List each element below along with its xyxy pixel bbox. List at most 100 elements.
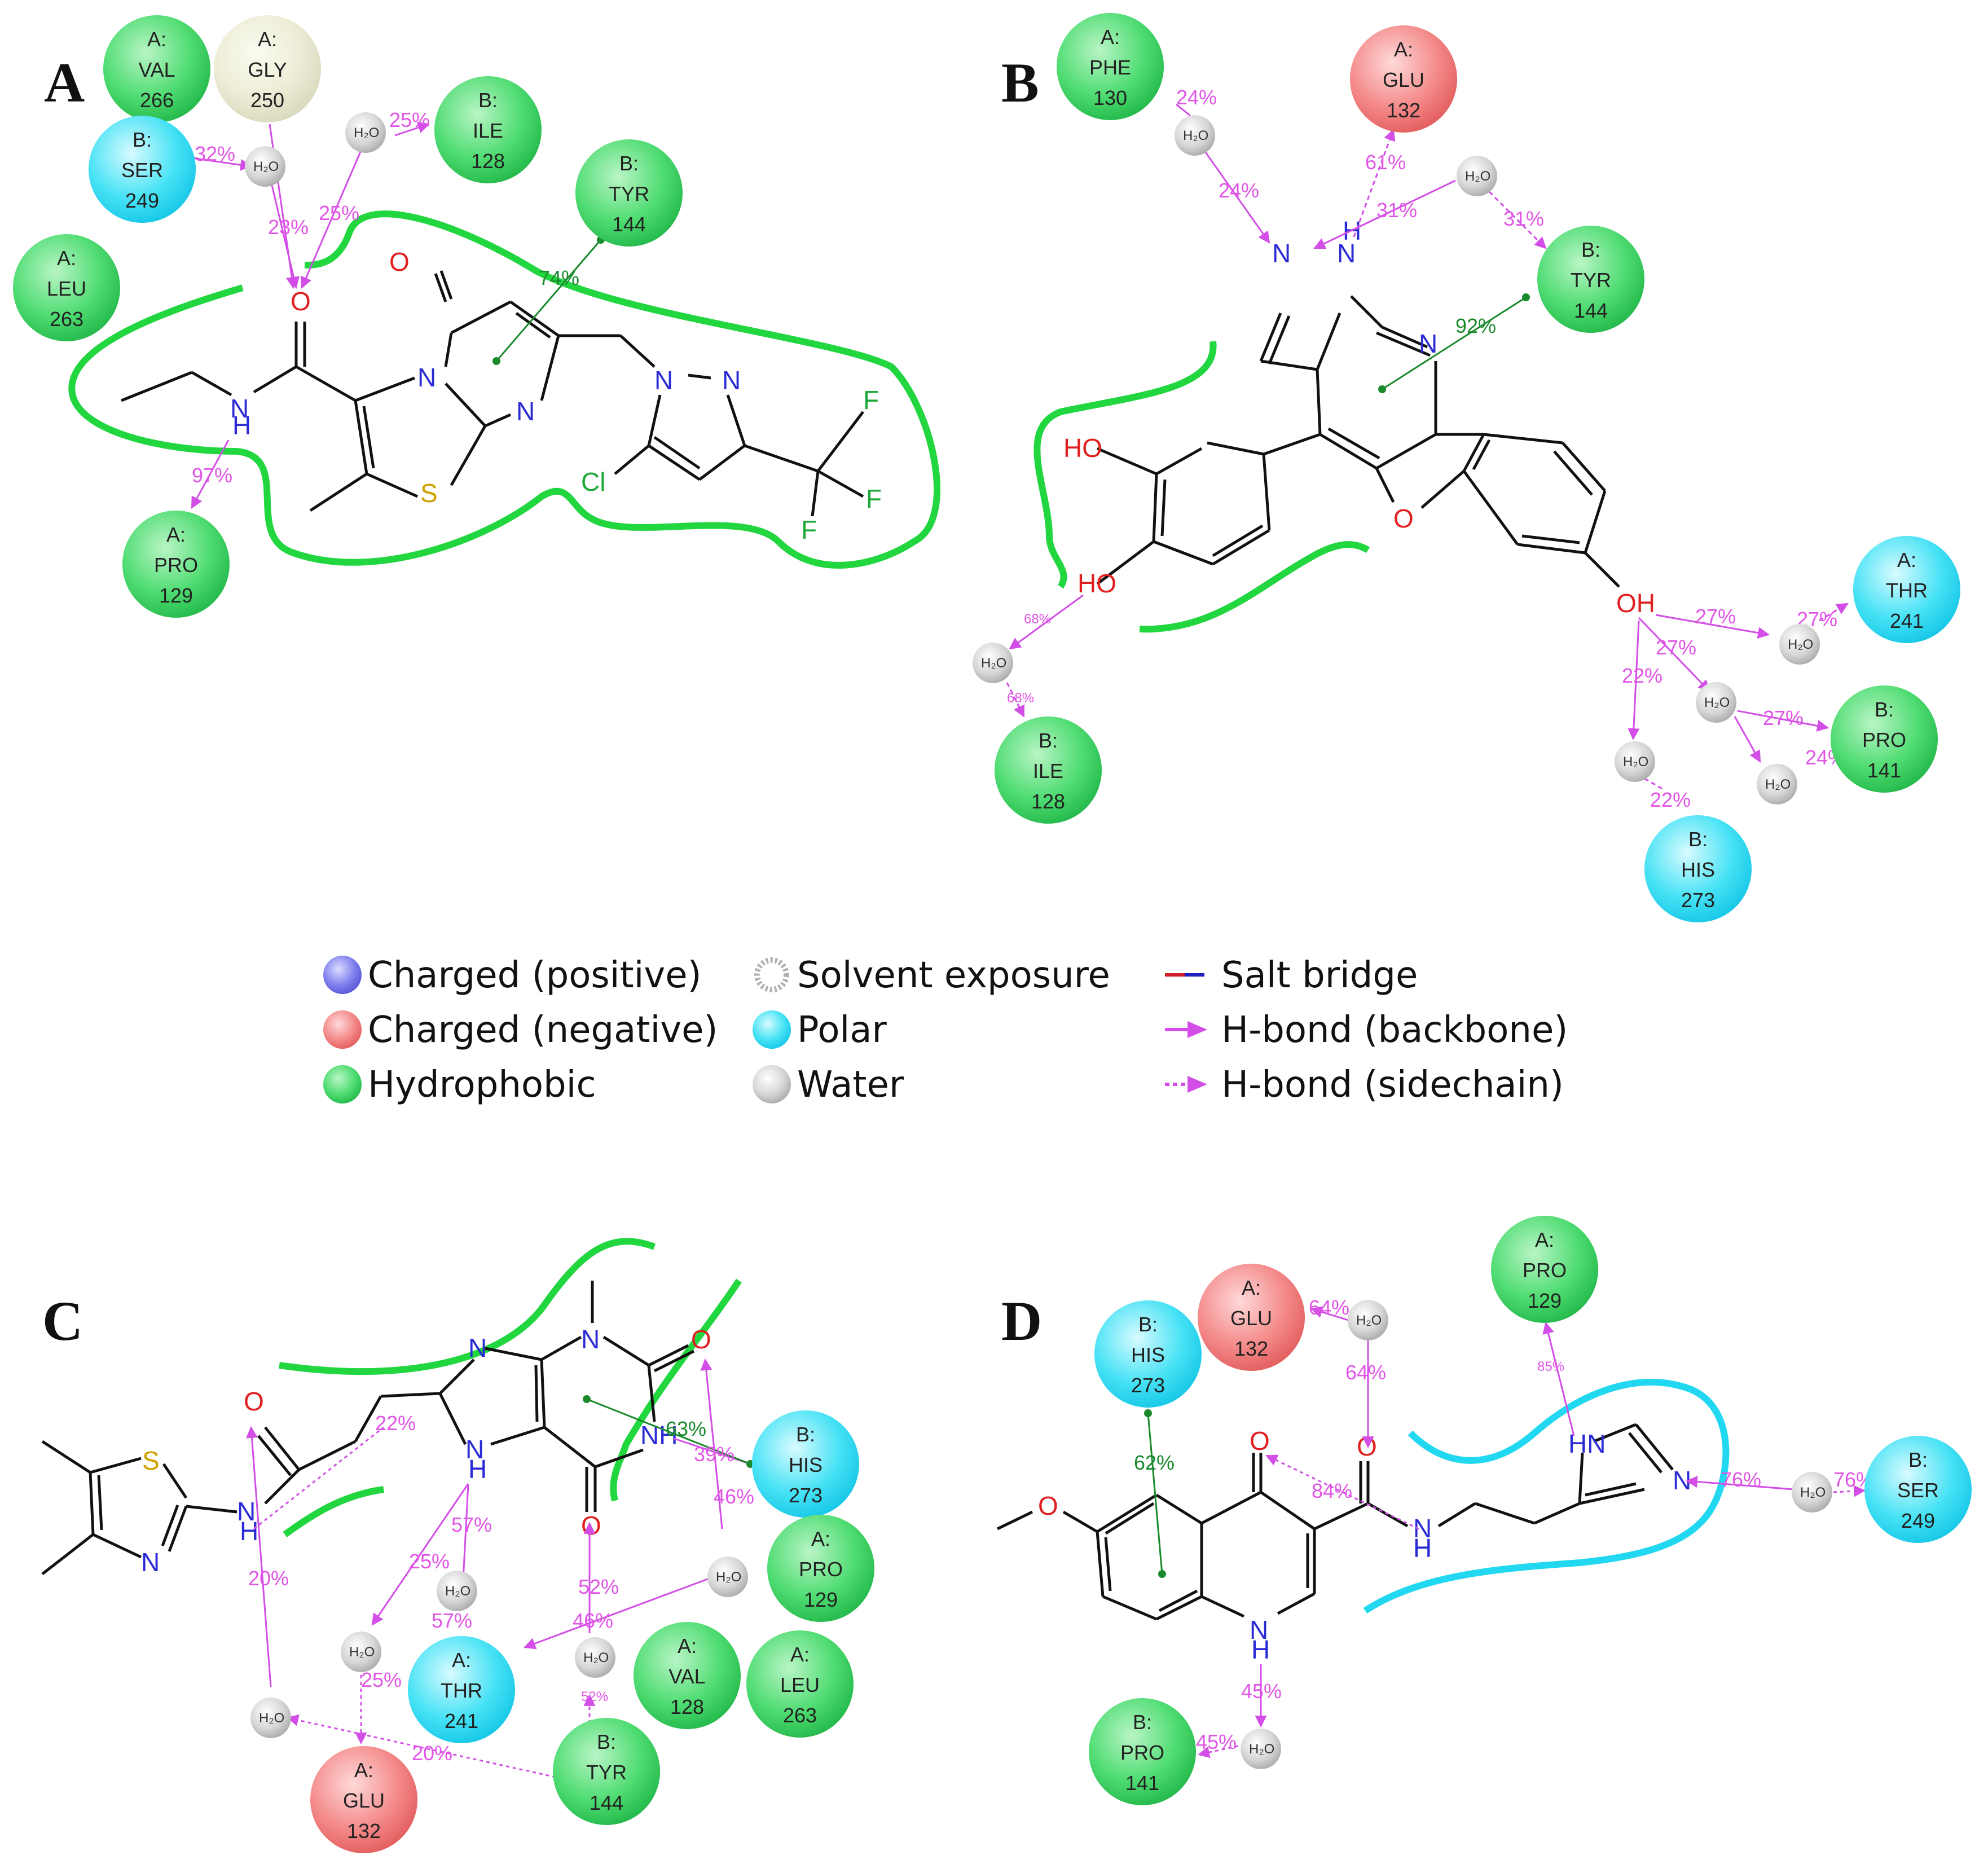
- svg-text:Polar: Polar: [797, 1009, 887, 1051]
- percent-label: 52%: [581, 1689, 608, 1704]
- percent-label: 63%: [666, 1417, 706, 1440]
- svg-text:PRO: PRO: [1862, 728, 1906, 751]
- atom-label: N: [417, 363, 436, 392]
- svg-text:ILE: ILE: [473, 119, 503, 142]
- svg-text:A:: A:: [57, 247, 76, 270]
- water: H₂O: [1696, 682, 1736, 723]
- svg-text:Charged (negative): Charged (negative): [368, 1009, 718, 1051]
- svg-text:GLY: GLY: [248, 58, 287, 81]
- svg-text:A:: A:: [790, 1643, 810, 1666]
- svg-text:HIS: HIS: [1681, 858, 1715, 881]
- ligand-a-atoms: O N H S N O N N N Cl F F F: [230, 247, 882, 544]
- svg-text:B:: B:: [133, 128, 152, 151]
- svg-text:H₂O: H₂O: [1249, 1742, 1274, 1757]
- atom-label: H: [1413, 1533, 1432, 1563]
- residue-b-ser249[interactable]: B: SER 249: [89, 116, 196, 223]
- percent-label: 39%: [694, 1443, 734, 1466]
- svg-text:B:: B:: [1133, 1711, 1152, 1734]
- svg-text:A:: A:: [678, 1634, 697, 1657]
- pipi-dot: [1522, 293, 1530, 301]
- percent-label: 68%: [1007, 691, 1034, 706]
- svg-text:144: 144: [590, 1791, 623, 1814]
- svg-text:H-bond (backbone): H-bond (backbone): [1221, 1009, 1568, 1051]
- pocket-outline: [610, 1278, 742, 1502]
- atom-label: O: [389, 247, 410, 276]
- ligand-d: [996, 1423, 1674, 1621]
- atom-label: O: [1357, 1432, 1377, 1461]
- pocket-outline: [1139, 541, 1370, 633]
- svg-text:THR: THR: [441, 1679, 482, 1702]
- svg-text:Salt bridge: Salt bridge: [1221, 955, 1418, 996]
- panel-a: A: [13, 15, 940, 618]
- svg-text:128: 128: [670, 1695, 704, 1718]
- residue-a-leu263[interactable]: A: LEU 263: [13, 234, 120, 341]
- legend-item-positive: Charged (positive): [323, 955, 702, 996]
- ligand-c: [41, 1281, 695, 1575]
- percent-label: 20%: [248, 1567, 289, 1590]
- atom-label: N: [654, 366, 673, 395]
- legend-item-negative: Charged (negative): [323, 1009, 718, 1051]
- svg-text:Solvent exposure: Solvent exposure: [797, 955, 1110, 996]
- atom-label: S: [142, 1446, 160, 1475]
- svg-text:263: 263: [50, 307, 83, 331]
- svg-text:A:: A:: [811, 1527, 830, 1550]
- svg-text:H₂O: H₂O: [583, 1650, 609, 1665]
- percent-label: 27%: [1695, 605, 1736, 628]
- svg-text:H₂O: H₂O: [1765, 777, 1791, 792]
- atom-label: N: [722, 366, 741, 395]
- water: H₂O: [707, 1557, 748, 1597]
- svg-text:HIS: HIS: [1131, 1343, 1165, 1366]
- svg-text:129: 129: [159, 584, 193, 607]
- svg-text:249: 249: [125, 189, 159, 212]
- svg-text:B:: B:: [597, 1730, 616, 1753]
- svg-text:H₂O: H₂O: [1465, 169, 1490, 184]
- atom-label: N: [1419, 329, 1437, 358]
- svg-text:A:: A:: [1394, 38, 1413, 61]
- atom-label: N: [141, 1547, 160, 1577]
- pipi-line: [586, 1398, 751, 1465]
- svg-text:PHE: PHE: [1089, 56, 1131, 79]
- svg-text:Charged (positive): Charged (positive): [368, 955, 702, 996]
- svg-text:132: 132: [1387, 99, 1420, 122]
- percent-label: 25%: [319, 201, 359, 225]
- percent-label: 24%: [1176, 86, 1217, 109]
- svg-text:LEU: LEU: [47, 277, 86, 300]
- svg-text:H₂O: H₂O: [445, 1584, 470, 1599]
- atom-label: N: [516, 397, 535, 426]
- svg-text:B:: B:: [1138, 1313, 1158, 1336]
- atom-label: H: [232, 411, 251, 440]
- svg-text:SER: SER: [121, 159, 163, 182]
- water: H₂O: [1457, 156, 1497, 196]
- svg-text:GLU: GLU: [343, 1789, 385, 1812]
- svg-text:A:: A:: [1535, 1228, 1554, 1251]
- svg-text:B:: B:: [619, 152, 639, 175]
- atom-label: F: [866, 484, 882, 513]
- pocket-outline: [1033, 341, 1217, 589]
- panel-a-label: A: [44, 51, 85, 114]
- atom-label: H: [240, 1516, 258, 1546]
